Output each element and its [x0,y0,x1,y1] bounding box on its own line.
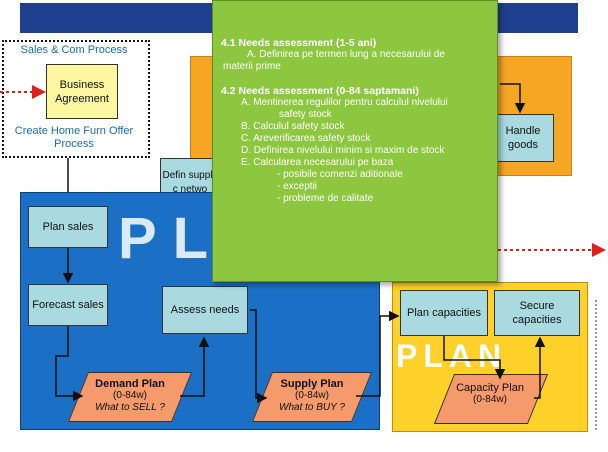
callout-item-e: E. Calcularea necesarului pe baza [241,157,394,168]
forecast-sales-box[interactable]: Forecast sales [28,284,108,326]
demand-plan-title: Demand Plan [95,378,165,390]
callout-item-e-3: - probleme de calitate [277,193,374,204]
callout-item-a-2: safety stock [279,109,332,120]
demand-plan-range: (0-84w) [113,390,147,401]
business-agreement-note[interactable]: Business Agreement [46,64,118,119]
capacity-plan-title: Capacity Plan [456,382,524,394]
callout-section-2-heading: 4.2 Needs assessment (0-84 saptamani) [221,85,419,97]
create-offer-process-label: Create Home Furn Offer Process [14,125,134,150]
callout-section-1-heading: 4.1 Needs assessment (1-5 ani) [221,37,377,49]
assess-needs-box[interactable]: Assess needs [162,286,248,334]
callout-item-a-1: A. Mentinerea regulilor pentru calculul … [241,97,448,108]
supply-plan-label: Supply Plan (0-84w) What to BUY ? [262,378,362,414]
demand-to-assess-arrow [180,336,210,397]
supply-plan-title: Supply Plan [280,378,344,390]
capacity-plan-range: (0-84w) [473,394,507,405]
secure-capacities-box[interactable]: Secure capacities [494,290,580,336]
plan-sales-box[interactable]: Plan sales [28,206,108,248]
demand-plan-label: Demand Plan (0-84w) What to SELL ? [80,378,180,414]
demand-plan-question: What to SELL ? [95,402,165,413]
capacities-to-capacity-plan-arrow [443,336,506,380]
supply-to-capacities-arrow [356,310,400,397]
callout-s1-line-1: A. Definirea pe termen lung a necesarulu… [247,49,445,60]
callout-item-e-2: - exceptii [277,181,318,192]
supply-plan-question: What to BUY ? [279,402,345,413]
capacity-plan-to-secure-arrow [534,336,546,399]
assess-to-supply-arrow [250,309,268,404]
callout-item-c: C. Areverificarea safety stock [241,133,371,144]
callout-s1-line-2: materii prime [223,61,281,72]
capacity-plan-watermark: PLAN [396,338,508,374]
supply-plan-range: (0-84w) [295,390,329,401]
plan-capacities-box[interactable]: Plan capacities [400,290,488,336]
callout-item-d: D. Definirea nivelului minim si maxim de… [241,145,445,156]
sales-process-title: Sales & Com Process [20,44,128,56]
callout-item-b: B. Calculul safety stock [241,121,345,132]
forecast-to-demand-arrow [55,326,84,402]
capacity-plan-label: Capacity Plan (0-84w) [442,382,538,406]
callout-item-e-1: - posibile comenzi aditionale [277,169,403,180]
needs-assessment-callout: 4.1 Needs assessment (1-5 ani) A. Defini… [212,0,498,282]
handle-goods-box[interactable]: Handle goods [492,114,554,162]
to-handle-goods-arrow [500,83,526,114]
